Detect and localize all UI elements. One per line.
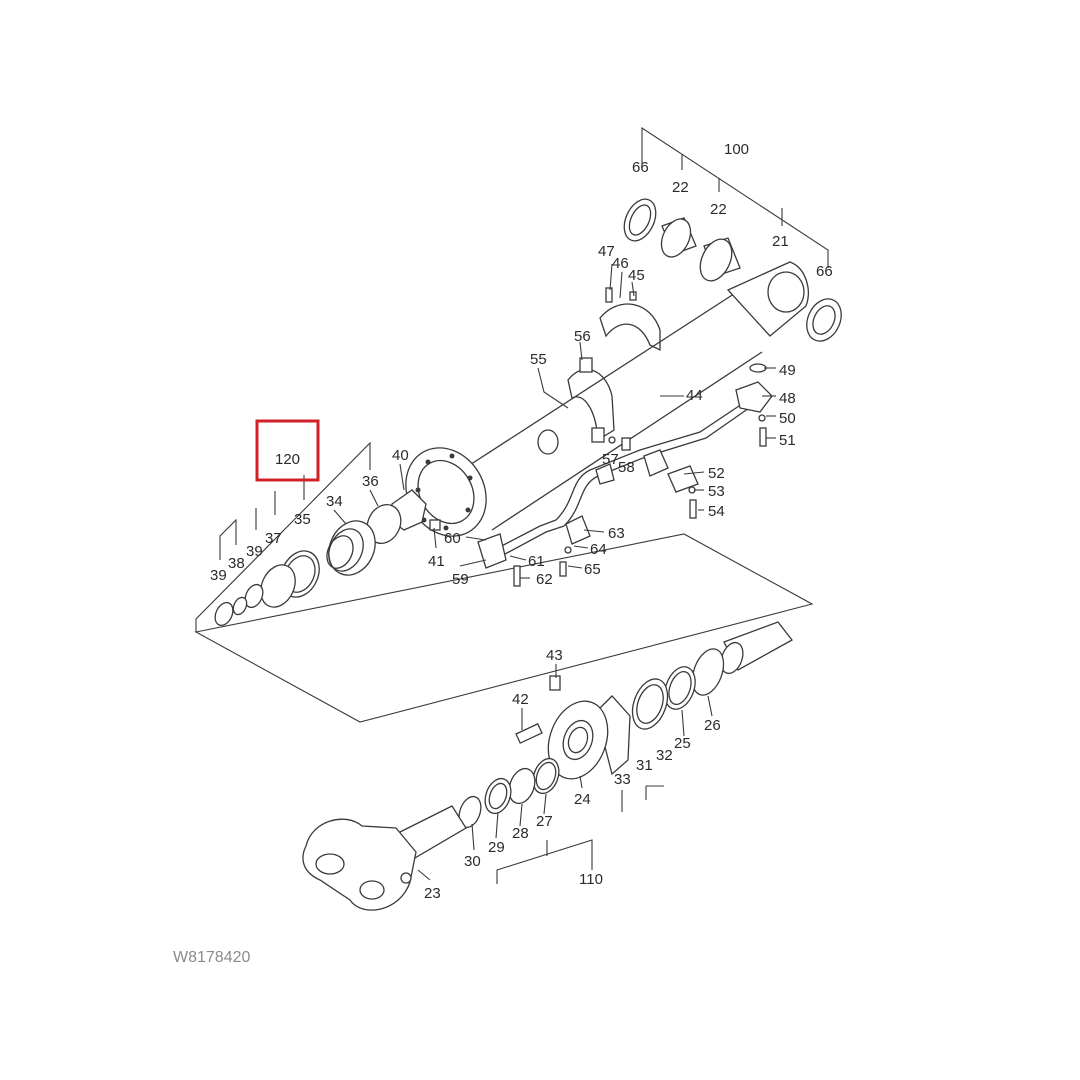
label-30[interactable]: 30: [464, 853, 481, 870]
label-24[interactable]: 24: [574, 791, 591, 808]
label-51[interactable]: 51: [779, 432, 796, 449]
label-32[interactable]: 32: [656, 747, 673, 764]
bracket-120: [195, 441, 371, 632]
label-47[interactable]: 47: [598, 243, 615, 260]
label-28[interactable]: 28: [512, 825, 529, 842]
bracket-110: [496, 839, 593, 884]
label-100[interactable]: 100: [724, 141, 749, 158]
label-22-left[interactable]: 22: [672, 179, 689, 196]
label-29[interactable]: 29: [488, 839, 505, 856]
label-33[interactable]: 33: [614, 771, 631, 788]
label-42[interactable]: 42: [512, 691, 529, 708]
pipe-clamps: [567, 303, 661, 443]
label-27[interactable]: 27: [536, 813, 553, 830]
label-34[interactable]: 34: [326, 493, 343, 510]
label-54[interactable]: 54: [708, 503, 725, 520]
label-39-upper[interactable]: 39: [246, 543, 263, 560]
label-36[interactable]: 36: [362, 473, 379, 490]
rod-end-parts: [515, 621, 793, 780]
piston-group-frame: [194, 533, 814, 723]
label-21[interactable]: 21: [772, 233, 789, 250]
bracket-100: [641, 126, 829, 268]
label-31[interactable]: 31: [636, 757, 653, 774]
piston-seal-set: [214, 520, 376, 627]
label-55[interactable]: 55: [530, 351, 547, 368]
label-64[interactable]: 64: [590, 541, 607, 558]
drawing-code: W8178420: [173, 949, 250, 966]
label-66-top[interactable]: 66: [632, 159, 649, 176]
label-61[interactable]: 61: [528, 553, 545, 570]
label-23[interactable]: 23: [424, 885, 441, 902]
label-66-right[interactable]: 66: [816, 263, 833, 280]
label-35[interactable]: 35: [294, 511, 311, 528]
label-39-lower[interactable]: 39: [210, 567, 227, 584]
label-59[interactable]: 59: [452, 571, 469, 588]
label-120[interactable]: 120: [275, 451, 300, 468]
label-52[interactable]: 52: [708, 465, 725, 482]
label-40[interactable]: 40: [392, 447, 409, 464]
rod-rings-and-eye: [302, 757, 560, 911]
label-58[interactable]: 58: [618, 459, 635, 476]
label-56[interactable]: 56: [574, 328, 591, 345]
label-65[interactable]: 65: [584, 561, 601, 578]
label-50[interactable]: 50: [779, 410, 796, 427]
label-41[interactable]: 41: [428, 553, 445, 570]
label-45[interactable]: 45: [628, 267, 645, 284]
label-53[interactable]: 53: [708, 483, 725, 500]
label-37[interactable]: 37: [265, 530, 282, 547]
leader-lines: [333, 263, 776, 881]
part-labels: 100 66 22 22 21 66 47 46 45 56 55 44 49 …: [210, 141, 833, 902]
label-62[interactable]: 62: [536, 571, 553, 588]
label-57[interactable]: 57: [602, 451, 619, 468]
label-110[interactable]: 110: [579, 871, 603, 888]
label-38[interactable]: 38: [228, 555, 245, 572]
head-parts: [366, 489, 427, 544]
label-25[interactable]: 25: [674, 735, 691, 752]
bushings-and-seals: [623, 198, 842, 373]
label-60[interactable]: 60: [444, 530, 461, 547]
label-43[interactable]: 43: [546, 647, 563, 664]
label-48[interactable]: 48: [779, 390, 796, 407]
bolts-and-fittings: [429, 287, 767, 587]
highlight-box-120[interactable]: [255, 419, 320, 482]
cylinder-barrel: [405, 261, 809, 537]
label-46[interactable]: 46: [612, 255, 629, 272]
label-44[interactable]: 44: [686, 387, 703, 404]
label-63[interactable]: 63: [608, 525, 625, 542]
hydraulic-pipes: [477, 381, 773, 569]
label-22-right[interactable]: 22: [710, 201, 727, 218]
label-49[interactable]: 49: [779, 362, 796, 379]
label-26[interactable]: 26: [704, 717, 721, 734]
